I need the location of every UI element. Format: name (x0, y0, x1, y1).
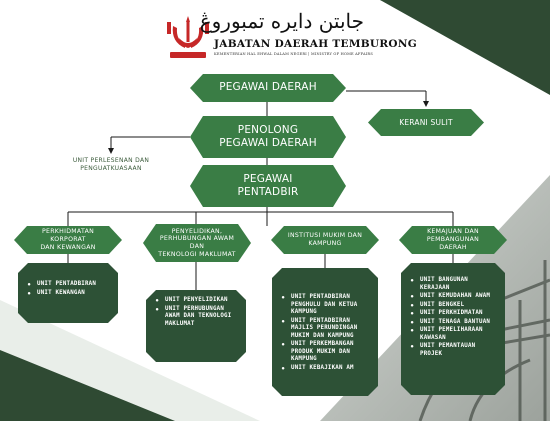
node-pegawai-daerah: PEGAWAI DAERAH (190, 74, 346, 102)
unit-list-institusi: UNIT PENTADBIRAN PENGHULU DAN KETUA KAMP… (272, 268, 378, 396)
list-item: UNIT PERKHIDMATAN (407, 310, 499, 318)
list-item: UNIT PENTADBIRAN PENGHULU DAN KETUA KAMP… (278, 294, 372, 317)
unit-list-penyelidikan: UNIT PENYELIDIKAN UNIT PERHUBUNGAN AWAM … (146, 290, 246, 362)
department-title: JABATAN DAERAH TEMBURONG (214, 38, 418, 50)
list-item: UNIT PEMELIHARAAN KAWASAN (407, 327, 499, 342)
brunei-crest-logo (167, 16, 209, 58)
list-item: UNIT BENGKEL (407, 302, 499, 310)
list-item: UNIT PERHUBUNGAN AWAM DAN TEKNOLOGI MAKL… (152, 306, 240, 329)
jawi-title: جابتن دايره تمبوروڠ (199, 9, 364, 33)
division-header-institusi: INSTITUSI MUKIM DAN KAMPUNG (271, 226, 379, 254)
list-item: UNIT KEWANGAN (24, 290, 112, 298)
list-item: UNIT TENAGA BANTUAN (407, 319, 499, 327)
division-header-penyelidikan: PENYELIDIKAN, PERHUBUNGAN AWAM DAN TEKNO… (143, 224, 251, 262)
node-unit-perlesenan: UNIT PERLESENAN DAN PENGUATKUASAAN (72, 157, 150, 173)
list-item: UNIT PENTADBIRAN MAJLIS PERUNDINGAN MUKI… (278, 318, 372, 341)
list-item: UNIT PERKEMBANGAN PRODUK MUKIM DAN KAMPU… (278, 341, 372, 364)
top-right-dark-triangle (380, 0, 550, 95)
node-pegawai-pentadbir: PEGAWAI PENTADBIR (190, 165, 346, 207)
node-penolong-pegawai-daerah: PENOLONG PEGAWAI DAERAH (190, 116, 346, 158)
list-item: UNIT KEBAJIKAN AM (278, 365, 372, 373)
bottom-left-dark-triangle-front (0, 350, 175, 421)
list-item: UNIT PEMANTAUAN PROJEK (407, 343, 499, 358)
node-kerani-sulit: KERANI SULIT (368, 109, 484, 136)
unit-list-kemajuan: UNIT BANGUNAN KERAJAAN UNIT KEMUDAHAN AW… (401, 263, 505, 395)
division-header-korporat: PERKHIDMATAN KORPORAT DAN KEWANGAN (14, 226, 122, 254)
department-subtitle: KEMENTERIAN HAL EHWAL DALAM NEGERI | MIN… (214, 52, 373, 56)
unit-list-korporat: UNIT PENTADBIRAN UNIT KEWANGAN (18, 263, 118, 323)
list-item: UNIT PENTADBIRAN (24, 281, 112, 289)
list-item: UNIT KEMUDAHAN AWAM (407, 293, 499, 301)
list-item: UNIT PENYELIDIKAN (152, 297, 240, 305)
list-item: UNIT BANGUNAN KERAJAAN (407, 277, 499, 292)
division-header-kemajuan: KEMAJUAN DAN PEMBANGUNAN DAERAH (399, 226, 507, 254)
